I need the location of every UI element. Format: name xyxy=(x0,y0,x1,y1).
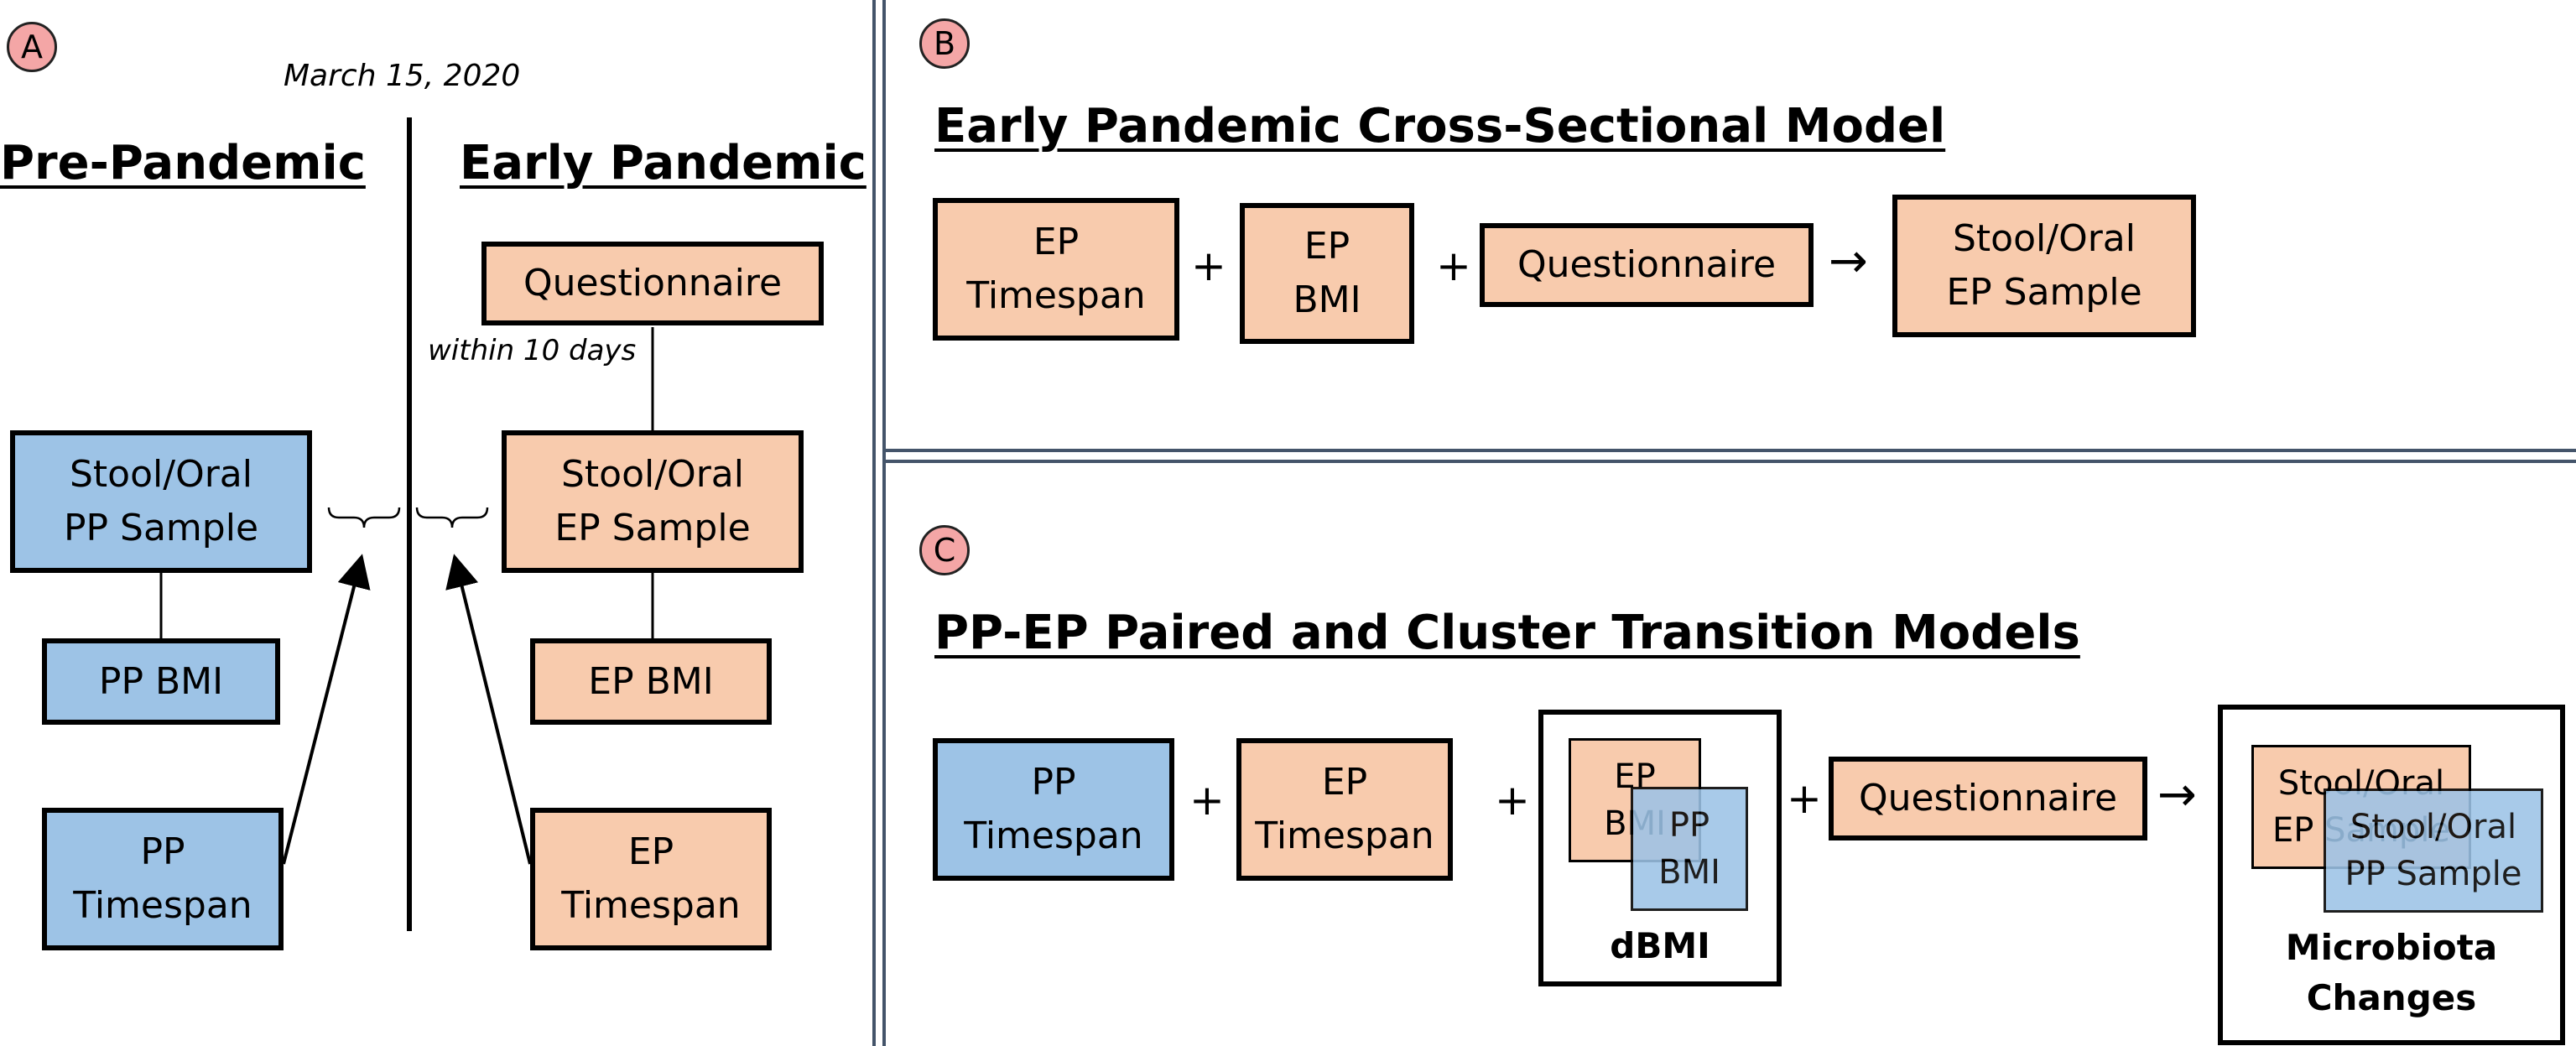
date-label: March 15, 2020 xyxy=(284,59,521,93)
pp-timespan-box: PP Timespan xyxy=(42,808,284,950)
b-ep-bmi-box: EP BMI xyxy=(1240,203,1414,344)
c-pp-timespan-box: PP Timespan xyxy=(933,738,1174,881)
pp-interval-brace xyxy=(327,507,401,528)
c-ep-timespan-box: EP Timespan xyxy=(1236,738,1453,881)
early-pandemic-heading: Early Pandemic xyxy=(460,136,866,190)
b-arrow-icon: → xyxy=(1829,234,1868,289)
b-plus-operator-1: + xyxy=(1191,242,1226,290)
b-questionnaire-box: Questionnaire xyxy=(1480,223,1814,307)
pp-timespan-arrow xyxy=(282,554,371,865)
questionnaire-box: Questionnaire xyxy=(481,242,824,325)
interval-label: within 10 days xyxy=(428,334,637,367)
panel-a-badge: A xyxy=(7,22,57,72)
c-questionnaire-box: Questionnaire xyxy=(1829,757,2147,840)
c-plus-operator-3: + xyxy=(1787,774,1822,823)
microbiota-caption: Microbiota Changes xyxy=(2285,927,2498,1018)
dbmi-caption: dBMI xyxy=(1610,925,1710,966)
c-plus-operator-1: + xyxy=(1189,776,1225,825)
panel-c-badge: C xyxy=(919,525,970,575)
b-plus-operator-2: + xyxy=(1436,242,1471,290)
pp-sample-box: Stool/Oral PP Sample xyxy=(10,430,312,573)
ep-timespan-box: EP Timespan xyxy=(530,808,772,950)
ep-sample-box: Stool/Oral EP Sample xyxy=(502,430,804,573)
c-arrow-icon: → xyxy=(2157,768,2197,822)
pre-pandemic-heading: Pre-Pandemic xyxy=(0,136,366,190)
dbmi-pp-bmi-box: PP BMI xyxy=(1631,787,1748,911)
pp-bmi-box: PP BMI xyxy=(42,638,280,725)
ep-bmi-box: EP BMI xyxy=(530,638,772,725)
ep-timespan-arrow xyxy=(445,554,532,865)
b-ep-sample-box: Stool/Oral EP Sample xyxy=(1892,195,2196,337)
b-ep-timespan-box: EP Timespan xyxy=(933,198,1179,341)
panel-c-title: PP-EP Paired and Cluster Transition Mode… xyxy=(934,606,2080,660)
c-plus-operator-2: + xyxy=(1495,776,1530,825)
panel-b-title: Early Pandemic Cross-Sectional Model xyxy=(934,99,1946,154)
microbiota-pp-sample-box: Stool/Oral PP Sample xyxy=(2324,788,2543,913)
panel-b-badge: B xyxy=(919,18,970,69)
ep-interval-brace xyxy=(415,507,489,528)
